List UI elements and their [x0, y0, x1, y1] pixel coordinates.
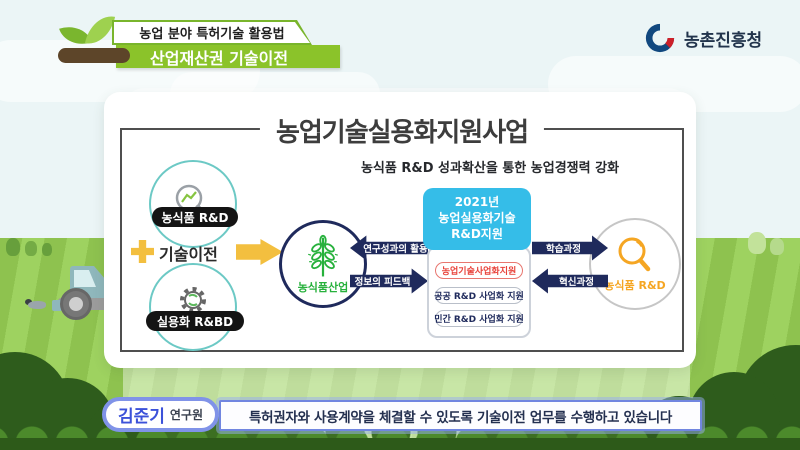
- log-icon: [58, 48, 130, 63]
- speaker-role: 연구원: [169, 408, 204, 422]
- result-label: 농식품 R&D: [604, 279, 666, 292]
- rbd-circle: [149, 263, 237, 351]
- program-name: 농업실용화기술: [438, 211, 516, 226]
- subtitle: 농식품 R&D 성과확산을 통한 농업경쟁력 강화: [360, 161, 620, 176]
- program-type: R&D지원: [451, 226, 503, 241]
- topic-badge-label: 농업 분야 특허기술 활용법: [114, 22, 310, 43]
- ground: [0, 438, 800, 450]
- rnd-circle: [149, 160, 237, 248]
- program-item: 농업기술사업화지원: [435, 262, 523, 279]
- program-item: 공공 R&D 사업화 지원: [434, 287, 524, 304]
- rbd-label: 실용화 R&BD: [146, 311, 244, 331]
- agency-name: 농촌진흥청: [684, 30, 763, 51]
- program-item: 민간 R&D 사업화 지원: [434, 310, 524, 327]
- result-circle: 농식품 R&D: [589, 218, 681, 310]
- page-title: 농업기술실용화지원사업: [259, 112, 545, 149]
- topic-badge: 농업 분야 특허기술 활용법: [112, 20, 312, 45]
- program-items-panel: 농업기술사업화지원 공공 R&D 사업화 지원 민간 R&D 사업화 지원: [427, 246, 531, 338]
- industry-circle: 농식품산업: [279, 220, 367, 308]
- diagram-frame: 농업기술실용화지원사업: [120, 112, 684, 352]
- tree-icon: [25, 241, 37, 256]
- program-year: 2021년: [454, 195, 500, 210]
- caption-message: 특허권자와 사용계약을 체결할 수 있도록 기술이전 업무를 수행하고 있습니다: [219, 400, 702, 431]
- tractor-illustration: [52, 262, 118, 322]
- government-emblem-icon: [645, 23, 675, 53]
- program-box: 2021년 농업실용화기술 R&D지원: [423, 188, 531, 250]
- magnifier-icon: [618, 237, 651, 272]
- industry-label: 농식품산업: [297, 280, 349, 294]
- tree-icon: [42, 243, 52, 256]
- tree-icon: [748, 232, 766, 254]
- tractor-window: [74, 270, 96, 287]
- agency-logo-group: 농촌진흥청: [644, 22, 762, 54]
- tree-icon: [770, 238, 784, 255]
- tree-icon: [6, 238, 20, 256]
- transfer-label: 기술이전: [159, 245, 218, 264]
- section-badge: 산업재산권 기술이전: [116, 45, 340, 68]
- bird-icon: [28, 301, 46, 309]
- rnd-label: 농식품 R&D: [152, 207, 238, 227]
- wheat-icon: [308, 234, 338, 276]
- speaker-badge: 김준기 연구원: [102, 397, 220, 432]
- speaker-name: 김준기: [118, 407, 165, 427]
